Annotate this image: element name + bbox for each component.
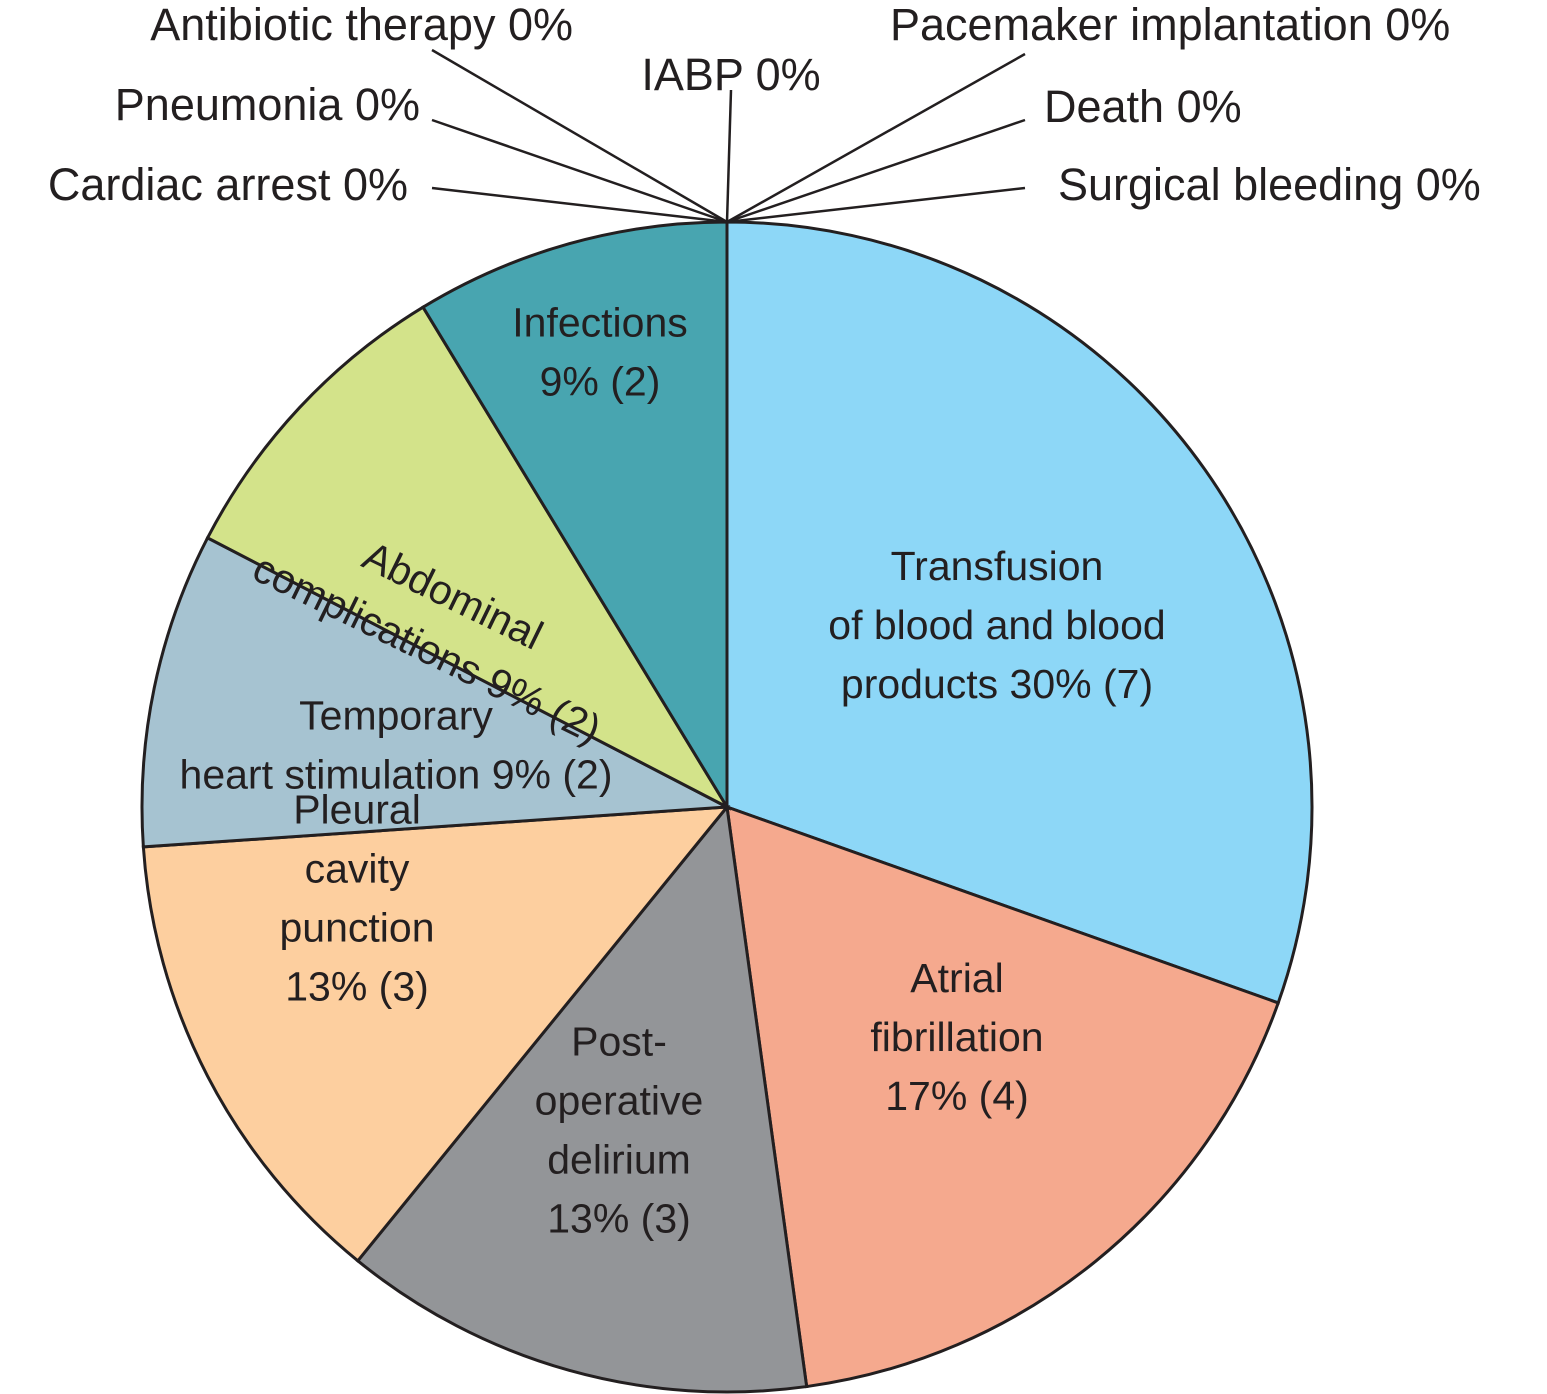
slice-label-line: products 30% (7) [841,661,1153,707]
slice-label-line: of blood and blood [828,602,1165,648]
slice-label-line: 17% (4) [885,1073,1029,1119]
pie-slice-atrial-fibrillation [725,804,1281,1389]
zero-leader-lines [431,48,1026,224]
leader-line-pneumonia [431,118,728,224]
zero-label-pneumonia: Pneumonia 0% [115,79,420,130]
leader-line-iabp [725,89,733,223]
zero-label-antibiotic-therapy: Antibiotic therapy 0% [150,0,573,50]
slice-label-infections: Infections 9% (2) [512,300,688,405]
slice-label-line: Transfusion [891,543,1104,589]
slice-label-line: heart stimulation 9% (2) [180,752,613,798]
slice-label-line: fibrillation [870,1014,1043,1060]
slice-label-temporary-heart-stimulation: Temporary heart stimulation 9% (2) [180,693,613,798]
slice-label-line: Pleural [293,787,421,833]
zero-label-surgical-bleeding: Surgical bleeding 0% [1058,159,1481,210]
slice-label-line: delirium [547,1137,691,1183]
slice-label-line: 13% (3) [285,964,429,1010]
slice-label-line: Infections [512,300,688,346]
slice-label-line: punction [279,905,434,951]
zero-labels: Cardiac arrest 0% Pneumonia 0% Antibiotic … [48,0,1481,210]
slice-label-line: Atrial [910,955,1003,1001]
pie-labels: Transfusion of blood and blood products 30… [180,300,1166,1242]
pie-slices [140,220,1314,1394]
leader-line-death [726,118,1026,224]
pie-slice-abdominal-complications [205,305,732,811]
leader-line-cardiac-arrest [431,186,728,224]
slice-label-line: Post- [571,1019,667,1065]
leader-line-antibiotic-therapy [431,48,728,224]
slice-label-line: 13% (3) [547,1196,691,1242]
slice-label-atrial-fibrillation: Atrial fibrillation 17% (4) [870,955,1043,1119]
slice-label-post-operative-delirium: Post-operative delirium 13% (3) [535,1019,704,1242]
slice-label-pleural-cavity-punction: Pleural cavity punction 13% (3) [279,787,434,1010]
zero-label-pacemaker-implantation: Pacemaker implantation 0% [890,0,1450,50]
slice-label-transfusion-of-blood-and-blood-products: Transfusion of blood and blood products 30… [828,543,1165,707]
slice-label-line: 9% (2) [540,359,661,405]
leader-line-pacemaker-implantation [726,52,1026,224]
slice-label-line: operative [535,1078,704,1124]
zero-label-death: Death 0% [1044,81,1242,132]
leader-line-surgical-bleeding [726,186,1026,224]
zero-label-iabp: IABP 0% [641,49,820,100]
slice-label-line: cavity [305,846,410,892]
pie-slice-transfusion-of-blood-and-blood-products [725,220,1314,1005]
slice-label-line: Temporary [299,693,493,739]
pie-slice-infections [420,220,729,813]
pie-slice-temporary-heart-stimulation [140,535,733,849]
pie-slice-pleural-cavity-punction [141,805,731,1263]
zero-label-cardiac-arrest: Cardiac arrest 0% [48,159,408,210]
pie-slice-post-operative-delirium [355,803,809,1394]
